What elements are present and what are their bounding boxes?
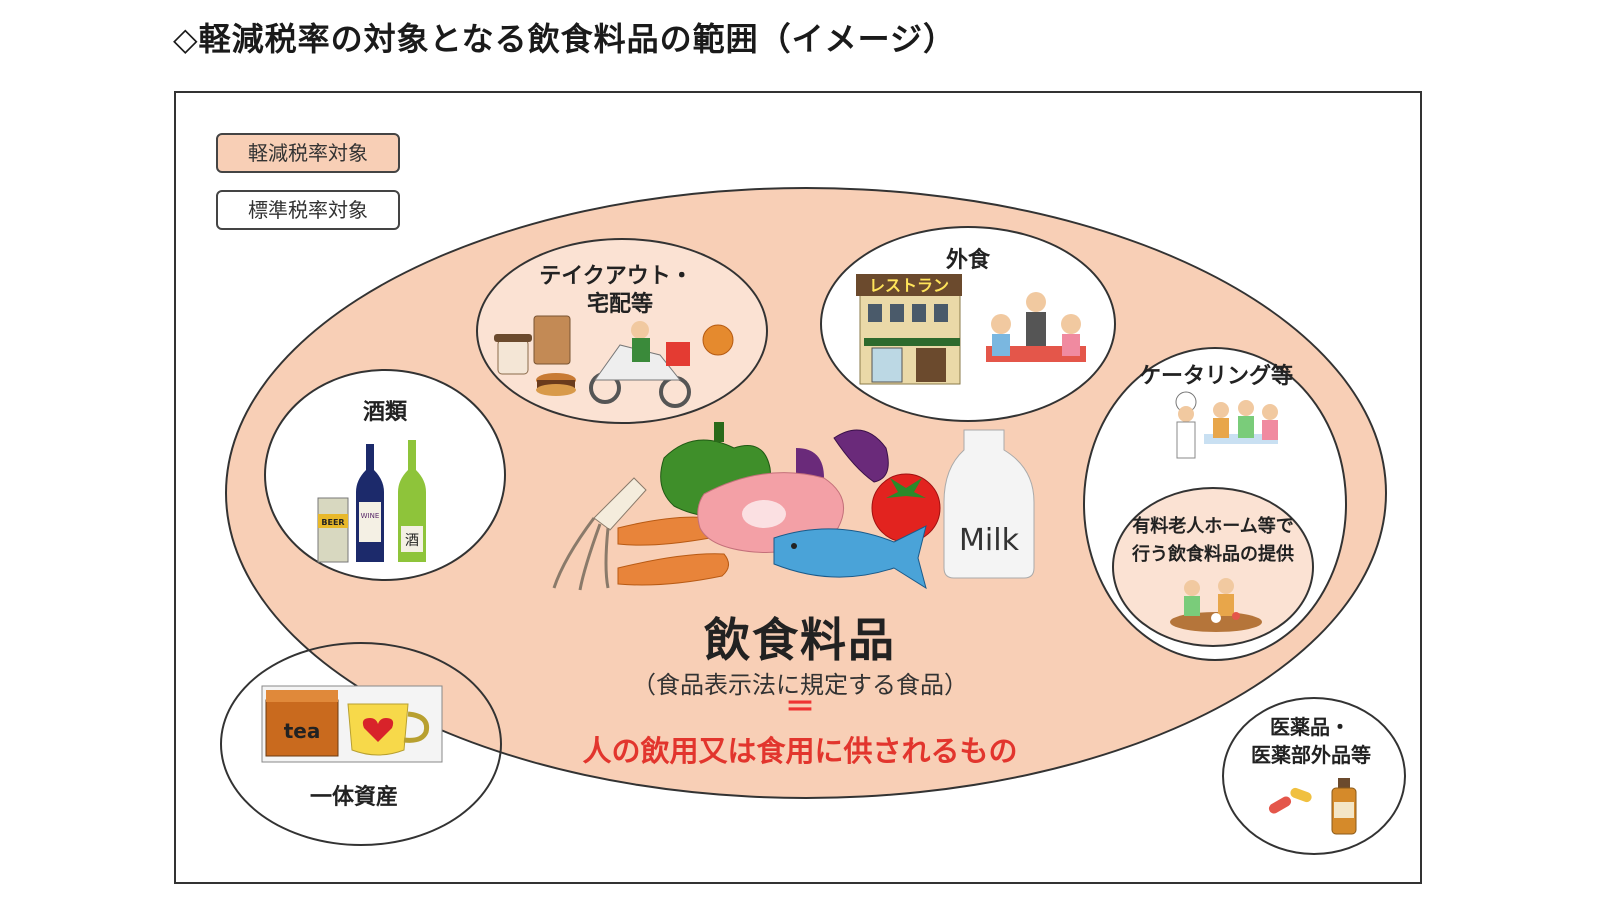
alcohol-circle	[264, 369, 506, 581]
center-definition: 人の飲用又は食用に供されるもの	[582, 734, 1018, 768]
pharma-illustration	[1268, 778, 1357, 835]
restaurant-illustration: レストラン	[856, 274, 1086, 385]
catering-label: ケータリング等	[1138, 364, 1293, 389]
milk-bottle-label: Milk	[959, 523, 1020, 558]
nursing-home-illustration	[1170, 578, 1262, 632]
tea-box-label: tea	[284, 719, 321, 743]
legend-standard-rate: 標準税率対象	[216, 190, 400, 230]
legend-reduced-rate: 軽減税率対象	[216, 133, 400, 173]
alcohol-bottles-illustration: BEER WINE 酒	[317, 440, 426, 563]
pharma-circle	[1222, 697, 1406, 855]
catering-illustration	[1175, 391, 1278, 459]
alcohol-label: 酒類	[362, 400, 407, 425]
food-items-illustration: Milk	[552, 422, 1035, 591]
bundled-asset-label: 一体資産	[309, 785, 398, 810]
dining-out-label: 外食	[945, 248, 990, 273]
pharma-label-line1: 医薬品・	[1270, 715, 1350, 739]
center-title: 飲食料品	[704, 613, 896, 667]
takeout-label-line1: テイクアウト・	[539, 264, 693, 289]
bundled-asset-illustration: tea	[261, 685, 443, 763]
page-title: ◇軽減税率の対象となる飲食料品の範囲（イメージ）	[173, 20, 957, 58]
wine-bottle-label: WINE	[361, 512, 380, 520]
sake-bottle-label: 酒	[405, 533, 419, 549]
takeout-label-line2: 宅配等	[586, 292, 653, 317]
bundled-asset-circle	[220, 642, 502, 846]
takeout-food-illustration	[494, 315, 734, 408]
center-equals: ＝	[785, 690, 815, 725]
beer-can-label: BEER	[321, 518, 344, 527]
nursing-home-label-line1: 有料老人ホーム等で	[1132, 516, 1294, 537]
center-subtitle: （食品表示法に規定する食品）	[632, 671, 968, 699]
pharma-label-line2: 医薬部外品等	[1251, 743, 1371, 767]
nursing-home-label-line2: 行う飲食料品の提供	[1132, 544, 1294, 565]
restaurant-sign: レストラン	[869, 276, 949, 295]
